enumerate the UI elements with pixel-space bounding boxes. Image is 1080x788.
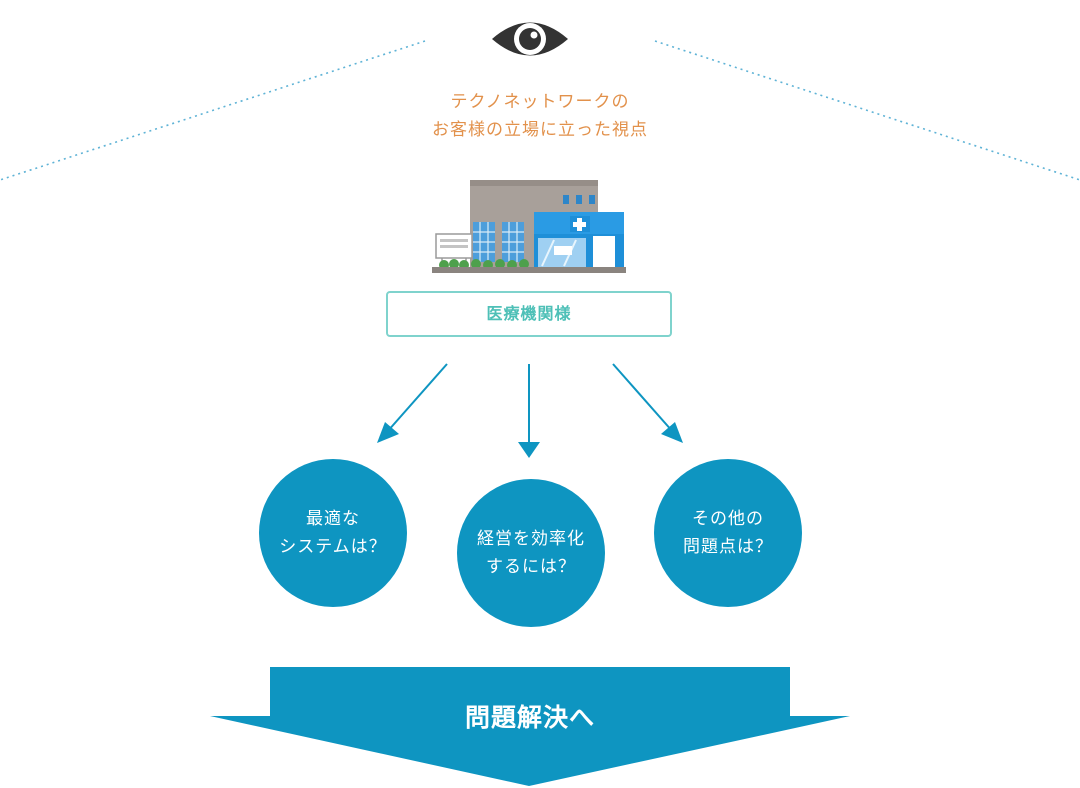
question-circle-other: その他の 問題点は？ bbox=[654, 459, 802, 607]
hospital-building-icon bbox=[432, 180, 626, 273]
question-line2: 問題点は？ bbox=[683, 537, 773, 557]
solution-arrow-shape bbox=[210, 667, 850, 786]
view-line-right bbox=[654, 40, 1080, 181]
tagline: テクノネットワークの お客様の立場に立った視点 bbox=[340, 88, 740, 144]
arrow-center-head bbox=[518, 442, 540, 458]
tagline-line1: テクノネットワークの bbox=[450, 92, 630, 112]
question-line1: 経営を効率化 bbox=[477, 529, 585, 549]
eye-icon bbox=[492, 22, 568, 56]
client-box: 医療機関様 bbox=[386, 291, 672, 337]
solution-label: 問題解決へ bbox=[464, 703, 595, 732]
arrow-left bbox=[386, 363, 448, 433]
tagline-line2: お客様の立場に立った視点 bbox=[432, 120, 648, 140]
arrow-right-head bbox=[661, 422, 683, 443]
arrow-right bbox=[612, 363, 674, 433]
question-line1: その他の bbox=[692, 509, 764, 529]
view-line-left bbox=[0, 40, 426, 181]
question-circle-efficiency: 経営を効率化 するには？ bbox=[457, 479, 605, 627]
question-line2: システムは？ bbox=[279, 537, 387, 557]
question-line2: するには？ bbox=[486, 557, 576, 577]
arrow-left-head bbox=[377, 422, 399, 443]
question-line1: 最適な bbox=[306, 509, 360, 529]
question-circle-system: 最適な システムは？ bbox=[259, 459, 407, 607]
